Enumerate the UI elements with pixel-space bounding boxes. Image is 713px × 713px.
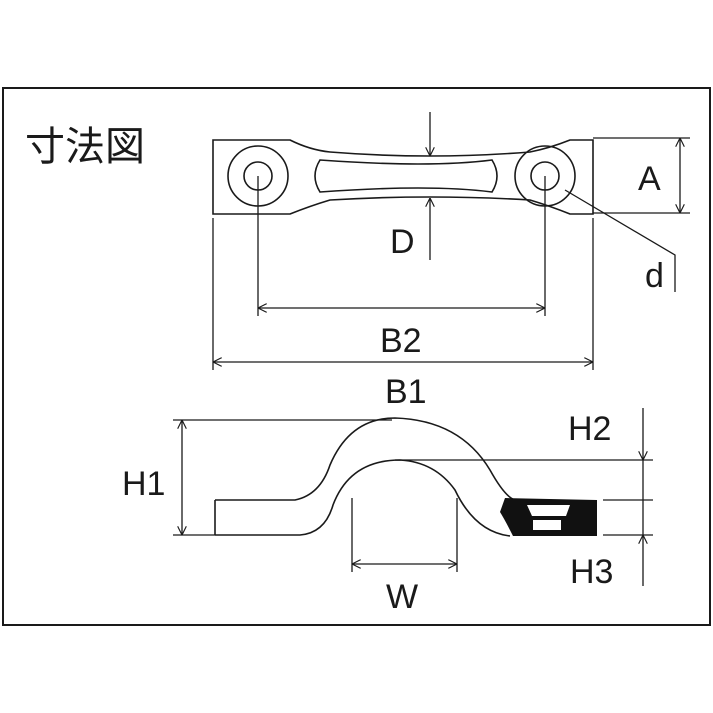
top-view-plate — [212, 139, 594, 215]
label-B1: B1 — [385, 373, 427, 411]
label-D: D — [390, 223, 415, 261]
label-W: W — [386, 578, 418, 616]
label-B2: B2 — [380, 322, 422, 360]
label-H2: H2 — [568, 410, 611, 448]
frame — [2, 87, 711, 626]
label-H1: H1 — [122, 465, 165, 503]
diagram-title: 寸法図 — [25, 124, 145, 170]
side-view-strap — [214, 417, 597, 537]
dim-d-leader — [564, 189, 676, 292]
label-H3: H3 — [570, 553, 613, 591]
label-d: d — [645, 257, 664, 295]
label-A: A — [638, 160, 661, 198]
